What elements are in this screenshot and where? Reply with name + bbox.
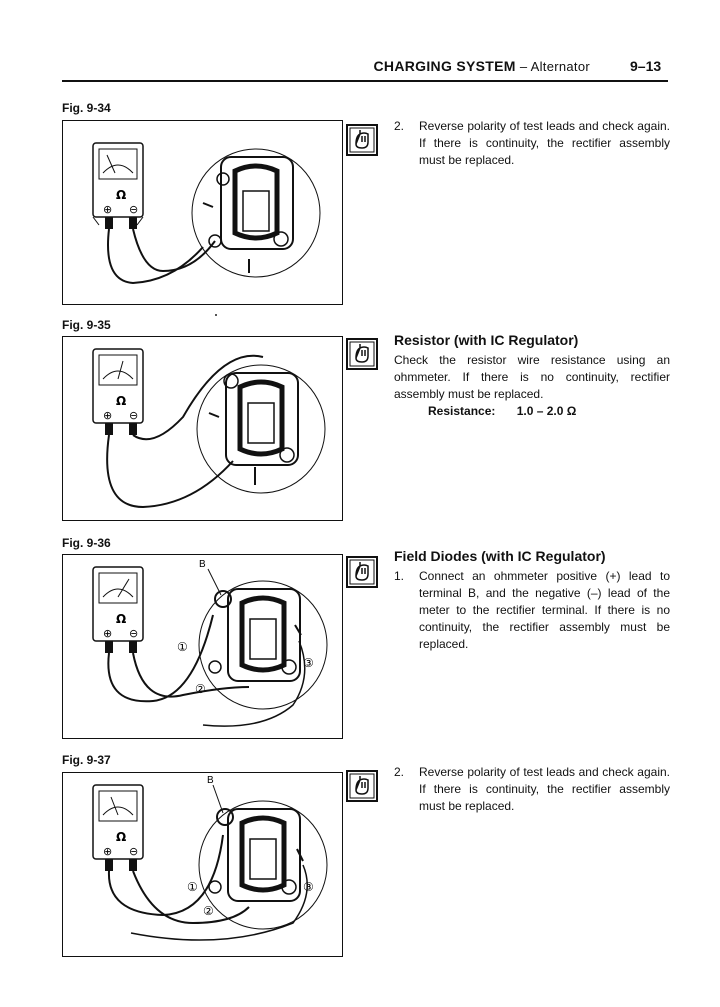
pointing-hand-icon [346, 338, 378, 370]
header-title-main: CHARGING SYSTEM [373, 58, 516, 74]
fig-9-35-label: Fig. 9-35 [62, 318, 111, 332]
ohm-symbol: Ω [116, 394, 126, 408]
alternator-icon [191, 148, 321, 278]
minus-terminal: ⊖ [129, 409, 138, 422]
section-heading: Resistor (with IC Regulator) [394, 332, 579, 348]
ohmmeter-icon [92, 566, 144, 653]
minus-terminal: ⊖ [129, 203, 138, 216]
plus-terminal: ⊕ [103, 409, 112, 422]
section-heading: Field Diodes (with IC Regulator) [394, 548, 606, 564]
step-number: 2. [394, 119, 405, 133]
step-item: 2. Reverse polarity of test leads and ch… [394, 764, 670, 815]
header-title-sub: – Alternator [519, 59, 590, 74]
page-number: 9–13 [630, 58, 662, 74]
section-resistor: Resistor (with IC Regulator) Check the r… [394, 332, 670, 420]
ohmmeter-icon [92, 348, 144, 435]
step-number: 1. [394, 569, 405, 583]
callout-3: ③ [303, 880, 314, 894]
callout-1: ① [177, 640, 188, 654]
ohmmeter-icon [92, 142, 144, 229]
section-reverse-polarity-2: 2. Reverse polarity of test leads and ch… [394, 764, 670, 815]
step-text: Reverse polarity of test leads and check… [419, 765, 670, 813]
section-field-diodes: Field Diodes (with IC Regulator) 1. Conn… [394, 548, 670, 653]
section-reverse-polarity-1: 2. Reverse polarity of test leads and ch… [394, 118, 670, 169]
callout-2: ② [195, 682, 206, 696]
resistance-spec: Resistance: 1.0 – 2.0 Ω [428, 403, 670, 420]
fig-9-36-label: Fig. 9-36 [62, 536, 111, 550]
alternator-icon [196, 364, 326, 494]
fig-9-35-illustration: Ω ⊕ ⊖ [62, 336, 343, 521]
fig-9-34-label: Fig. 9-34 [62, 101, 111, 115]
fig-9-34-illustration: Ω ⊕ ⊖ [62, 120, 343, 305]
plus-terminal: ⊕ [103, 845, 112, 858]
ohmmeter-icon [92, 784, 144, 871]
pointing-hand-icon [346, 556, 378, 588]
ohm-symbol: Ω [116, 830, 126, 844]
ohm-symbol: Ω [116, 188, 126, 202]
alternator-icon [198, 800, 328, 930]
step-text: Reverse polarity of test leads and check… [419, 119, 670, 167]
callout-2: ② [203, 904, 214, 918]
callout-3: ③ [303, 656, 314, 670]
step-text: Connect an ohmmeter positive (+) lead to… [419, 569, 670, 651]
fig-9-37-illustration: Ω ⊕ ⊖ B ① ② ③ [62, 772, 343, 957]
callout-b: B [207, 775, 214, 786]
print-speck [215, 314, 217, 316]
section-body: Check the resistor wire resistance using… [394, 353, 670, 401]
fig-9-37-label: Fig. 9-37 [62, 753, 111, 767]
callout-b: B [199, 559, 206, 570]
minus-terminal: ⊖ [129, 845, 138, 858]
header-rule [62, 80, 668, 82]
ohm-symbol: Ω [116, 612, 126, 626]
plus-terminal: ⊕ [103, 203, 112, 216]
step-item: 2. Reverse polarity of test leads and ch… [394, 118, 670, 169]
fig-9-36-illustration: Ω ⊕ ⊖ B ① ② ③ [62, 554, 343, 739]
pointing-hand-icon [346, 770, 378, 802]
minus-terminal: ⊖ [129, 627, 138, 640]
alternator-icon [198, 580, 328, 710]
spec-value: 1.0 – 2.0 Ω [516, 404, 577, 418]
spec-label: Resistance: [428, 404, 496, 418]
step-number: 2. [394, 765, 405, 779]
page-header-title: CHARGING SYSTEM – Alternator [300, 58, 590, 74]
callout-1: ① [187, 880, 198, 894]
step-item: 1. Connect an ohmmeter positive (+) lead… [394, 568, 670, 653]
pointing-hand-icon [346, 124, 378, 156]
plus-terminal: ⊕ [103, 627, 112, 640]
